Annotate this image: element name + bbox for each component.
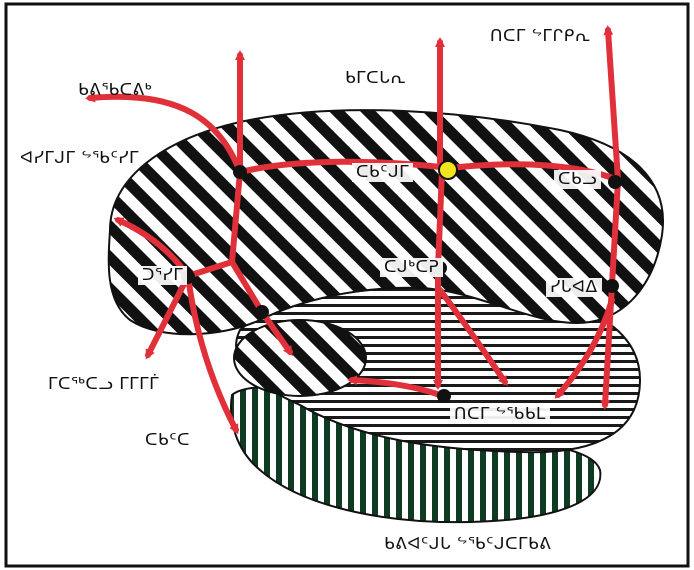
label-mid-center: ᑕᒍᒃᑕᕈ: [380, 258, 443, 277]
label-left-mid: ᑐᕐᓯᒥ: [138, 266, 187, 285]
label-center: ᑕᑲᑦᒍᒥ: [352, 163, 413, 182]
label-top-center: ᑲᒥᑕᒐᕆ: [345, 70, 406, 87]
region-small-oval: [234, 320, 366, 396]
node-center-low: [437, 389, 451, 403]
label-top-right: ᑎᑕᒥ ᖦᒥᒋᑭᕆ: [490, 28, 591, 45]
arrow-center-column: [438, 170, 442, 268]
label-left-upper: ᐊᓯᒥᒍᒥ ᖦᖃᑦᓯᒥ: [20, 150, 139, 167]
node-left-top: [233, 165, 247, 179]
label-left-bottom: ᑕᑲᑦᑕ: [145, 432, 190, 449]
label-bottom: ᑲᕕᐊᑦᒍᒐ ᖦᖃᑦᒍᑕᒥᑲᕕ: [384, 536, 551, 553]
label-left-lower: ᒥᑕᖅᑕᓗ ᒥᒥᒥᒦ: [48, 376, 159, 393]
node-center-yellow: [439, 161, 457, 179]
label-top-left: ᑲᕕᖃᑕᕕᒃ: [78, 82, 152, 99]
node-right-mid: [605, 279, 619, 293]
label-lower-center: ᑎᑕᒥ ᖦᖃᑲᒪ: [450, 405, 550, 424]
label-right-upper: ᑕᑲᓗ: [554, 170, 601, 189]
node-right-top: [608, 175, 622, 189]
label-right-mid: ᓯᒐᐊᐃ: [546, 278, 602, 297]
node-left-low: [255, 305, 269, 319]
